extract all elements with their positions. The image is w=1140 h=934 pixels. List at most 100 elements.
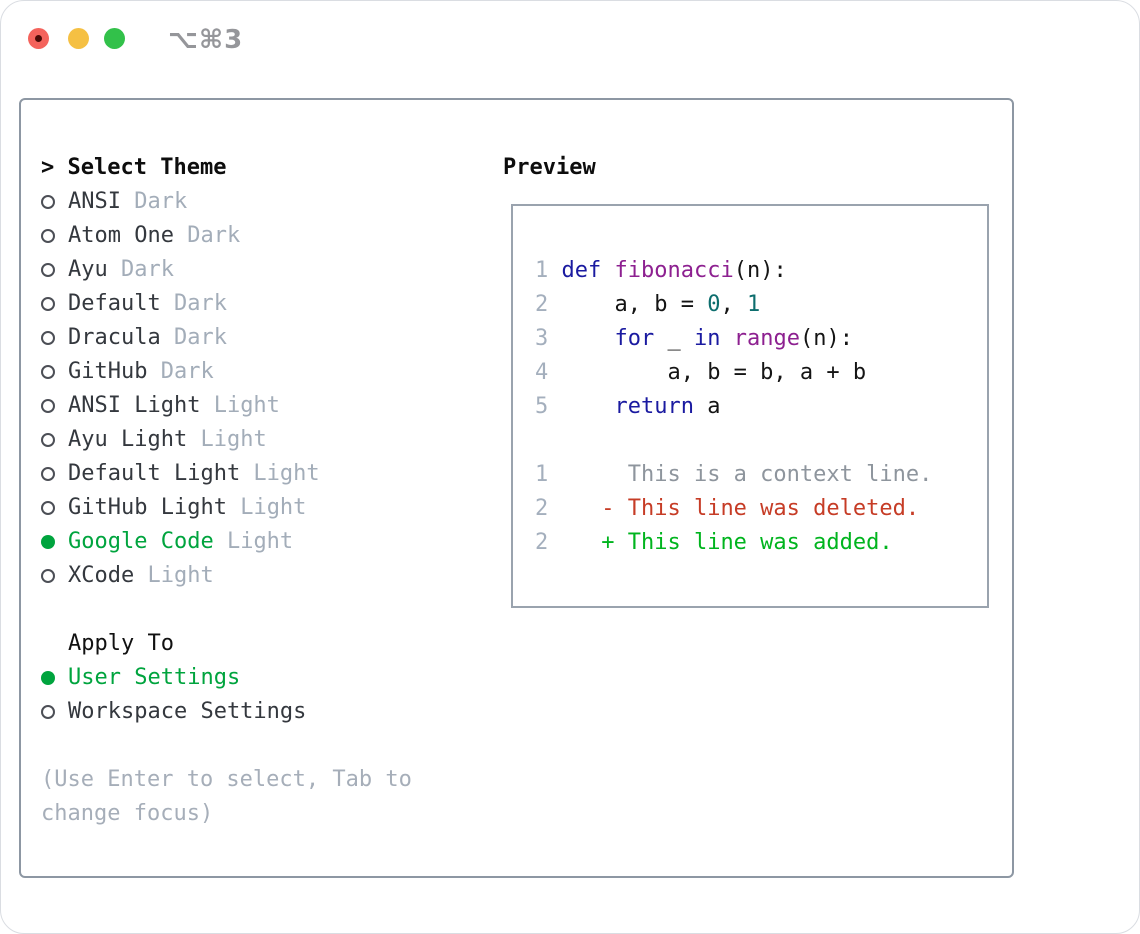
theme-variant: Dark [160, 325, 227, 350]
code-line: 3 for _ in range(n): [535, 322, 987, 356]
theme-name: XCode [68, 563, 135, 588]
diff-text: This is a context line. [561, 462, 933, 487]
minimize-button[interactable] [68, 28, 89, 49]
line-number: 4 [535, 360, 562, 385]
theme-name: Google Code [68, 529, 214, 554]
radio-icon [41, 263, 55, 277]
line-number: 2 [535, 530, 562, 555]
select-theme-title: Select Theme [67, 155, 227, 180]
theme-name: Dracula [68, 325, 161, 350]
theme-variant: Dark [173, 223, 241, 248]
theme-option-github[interactable]: GitHub Dark [41, 355, 412, 389]
radio-selected-icon [41, 671, 55, 685]
diff-preview: 1 This is a context line.2 - This line w… [535, 458, 987, 560]
theme-name: GitHub [68, 359, 148, 384]
radio-icon [41, 331, 55, 345]
theme-variant: Light [213, 529, 294, 554]
theme-option-ayu-light[interactable]: Ayu Light Light [41, 423, 412, 457]
theme-name: Ayu [68, 257, 108, 282]
radio-icon [41, 365, 55, 379]
line-number: 5 [535, 394, 562, 419]
line-number: 3 [535, 326, 562, 351]
hint-text: (Use Enter to select, Tab to change focu… [41, 763, 412, 831]
code-token-literal: 0 [707, 292, 721, 317]
close-button[interactable] [28, 28, 49, 49]
diff-text: + This line was added. [561, 530, 893, 555]
theme-option-dracula[interactable]: Dracula Dark [41, 321, 412, 355]
apply-option-workspace-settings[interactable]: Workspace Settings [41, 695, 412, 729]
code-token-plain [720, 326, 733, 351]
theme-option-atom-one[interactable]: Atom One Dark [41, 219, 412, 253]
theme-option-default[interactable]: Default Dark [41, 287, 412, 321]
code-token-plain [601, 258, 614, 283]
theme-name: GitHub Light [68, 495, 227, 520]
code-line: 1 def fibonacci(n): [535, 254, 987, 288]
diff-line-added: 2 + This line was added. [535, 526, 987, 560]
close-dot-icon [35, 35, 42, 42]
code-token-plain: a [693, 394, 721, 419]
theme-option-google-code[interactable]: Google Code Light [41, 525, 412, 559]
theme-name: Default Light [68, 461, 241, 486]
code-token-keyword: def [561, 258, 602, 283]
radio-icon [41, 501, 55, 515]
code-token-function: fibonacci [614, 258, 734, 283]
code-token-plain: _ [654, 326, 694, 351]
radio-icon [41, 705, 55, 719]
code-token-keyword: in [693, 326, 721, 351]
line-number: 1 [535, 258, 562, 283]
theme-variant: Dark [160, 291, 227, 316]
code-token-plain: (n): [733, 258, 787, 283]
radio-icon [41, 229, 55, 243]
maximize-button[interactable] [104, 28, 125, 49]
diff-line-context: 1 This is a context line. [535, 458, 987, 492]
spacer [535, 424, 987, 458]
theme-variant: Light [200, 393, 280, 418]
diff-text: - This line was deleted. [561, 496, 920, 521]
theme-option-github-light[interactable]: GitHub Light Light [41, 491, 412, 525]
line-number: 2 [535, 496, 562, 521]
radio-icon [41, 399, 55, 413]
code-token-plain [562, 394, 615, 419]
theme-option-ansi-light[interactable]: ANSI Light Light [41, 389, 412, 423]
theme-variant: Dark [107, 257, 174, 282]
code-token-plain: (n): [799, 326, 853, 351]
theme-variant: Dark [120, 189, 188, 214]
apply-option-user-settings[interactable]: User Settings [41, 661, 412, 695]
preview-column: Preview 1 def fibonacci(n):2 a, b = 0, 1… [503, 151, 989, 608]
theme-name: Atom One [68, 223, 174, 248]
radio-icon [41, 195, 55, 209]
theme-variant: Dark [147, 359, 214, 384]
radio-icon [41, 297, 55, 311]
theme-option-default-light[interactable]: Default Light Light [41, 457, 412, 491]
theme-variant: Light [187, 427, 267, 452]
line-number: 2 [535, 292, 562, 317]
apply-option-label: Workspace Settings [68, 699, 307, 724]
hint-line-1: (Use Enter to select, Tab to [41, 767, 412, 792]
spacer [41, 593, 412, 627]
code-token-literal: 1 [746, 292, 761, 317]
theme-option-ansi[interactable]: ANSI Dark [41, 185, 412, 219]
theme-variant: Light [134, 563, 214, 588]
code-token-plain: a, b = [561, 292, 708, 317]
code-token-function: range [733, 326, 800, 351]
theme-option-xcode[interactable]: XCode Light [41, 559, 412, 593]
code-token-plain: , [720, 292, 747, 317]
radio-icon [41, 569, 55, 583]
theme-option-ayu[interactable]: Ayu Dark [41, 253, 412, 287]
select-theme-header: > Select Theme [41, 151, 412, 185]
code-token-keyword: for [614, 326, 655, 351]
titlebar: ⌥⌘3 [1, 1, 1139, 71]
theme-name: Default [68, 291, 161, 316]
theme-variant: Light [240, 461, 320, 486]
code-token-keyword: return [614, 394, 694, 419]
diff-line-deleted: 2 - This line was deleted. [535, 492, 987, 526]
theme-name: ANSI [68, 189, 121, 214]
radio-icon [41, 467, 55, 481]
preview-header: Preview [503, 155, 596, 180]
